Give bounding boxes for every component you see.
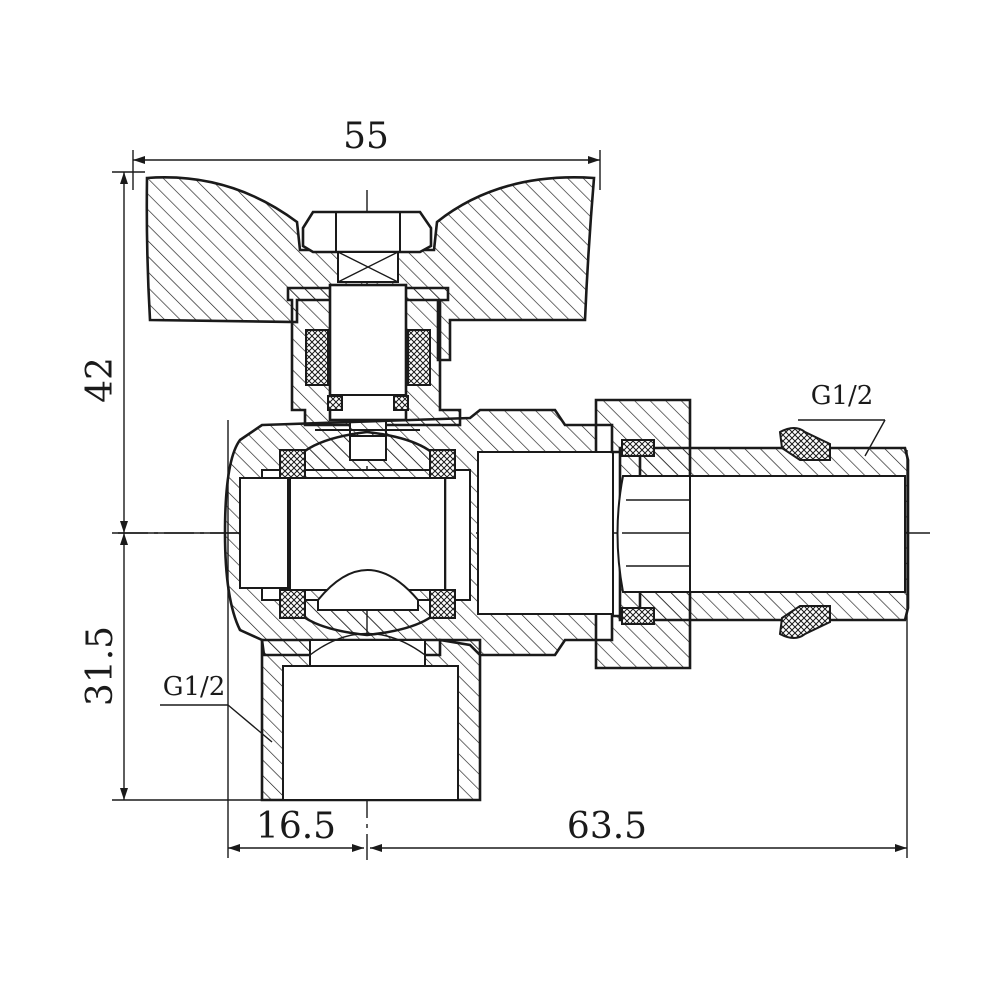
ball-seat-lower-left [279, 589, 306, 619]
stem-square-cross [337, 251, 399, 283]
dimension-label-depth: 31.5 [80, 626, 121, 706]
dimension-label-offset: 16.5 [256, 806, 336, 847]
ball-seat-upper-right [429, 449, 456, 479]
thread-label-outlet: G1/2 [811, 381, 874, 411]
hex-nut [301, 210, 433, 254]
tail-o-ring-top [778, 427, 831, 461]
stem-o-ring-right [393, 395, 409, 411]
ball-seat-lower-right [429, 589, 456, 619]
tail-bore [689, 475, 906, 593]
left-bore [239, 477, 289, 589]
dimension-label-height: 42 [80, 357, 121, 403]
thread-label-inlet: G1/2 [163, 672, 226, 702]
outlet-connection [594, 398, 910, 670]
stem-packing-left [305, 329, 329, 386]
ball-seat-upper-left [279, 449, 306, 479]
inlet-throat [309, 639, 426, 667]
butterfly-handle [145, 176, 596, 362]
dimension-label-width: 55 [343, 116, 389, 157]
thread-leader-right [864, 419, 886, 457]
inlet-seat-arc [309, 632, 426, 656]
thread-leader-left-diagonal [227, 704, 273, 743]
ball-lower-cavity [317, 569, 419, 611]
body-bore [477, 451, 614, 615]
inlet-bore [282, 665, 459, 801]
union-inner-hex [616, 475, 691, 593]
inlet-connection [260, 632, 482, 802]
dimension-label-length: 63.5 [567, 806, 647, 847]
stem-o-ring-left [327, 395, 343, 411]
union-hex-lines [622, 499, 690, 567]
union-seal-bottom [621, 607, 655, 625]
ball-slot [349, 435, 387, 461]
union-seal-top [621, 439, 655, 457]
stem-packing-right [407, 329, 431, 386]
tail-o-ring-bottom [778, 605, 831, 639]
thread-leader-left [160, 704, 273, 743]
ball [279, 430, 456, 637]
bonnet [286, 283, 462, 456]
